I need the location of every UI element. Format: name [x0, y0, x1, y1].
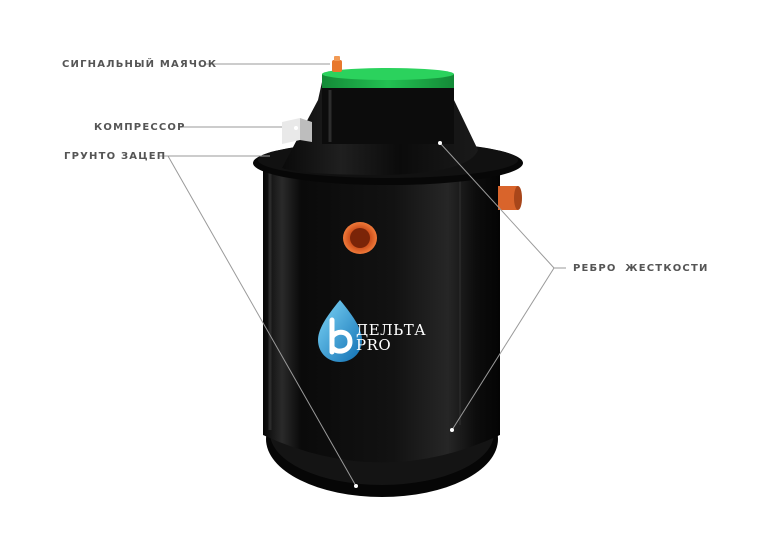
water-drop-b-logo [318, 300, 362, 362]
leader-lines [158, 63, 566, 487]
tank-body [263, 162, 500, 463]
ribs-leader-2 [451, 267, 566, 431]
green-lid [322, 68, 454, 88]
compressor-box [282, 118, 312, 144]
inlet-pipe [343, 222, 377, 254]
brand-name-line1: ДЕЛЬТА [356, 321, 427, 339]
brand-name-line2: PRO [356, 336, 392, 354]
leader-dots [294, 126, 454, 488]
callout-compressor: КОМПРЕССОР [94, 122, 186, 133]
callout-signal-beacon: СИГНАЛЬНЫЙ МАЯЧОК [62, 59, 218, 70]
signal-beacon [332, 56, 342, 72]
tank-neck [282, 82, 478, 175]
callout-stiffening-ribs: РЕБРО ЖЕСТКОСТИ [573, 263, 709, 274]
callout-ground-anchor: ГРУНТО ЗАЦЕП [64, 151, 167, 162]
side-pipe [498, 186, 522, 210]
